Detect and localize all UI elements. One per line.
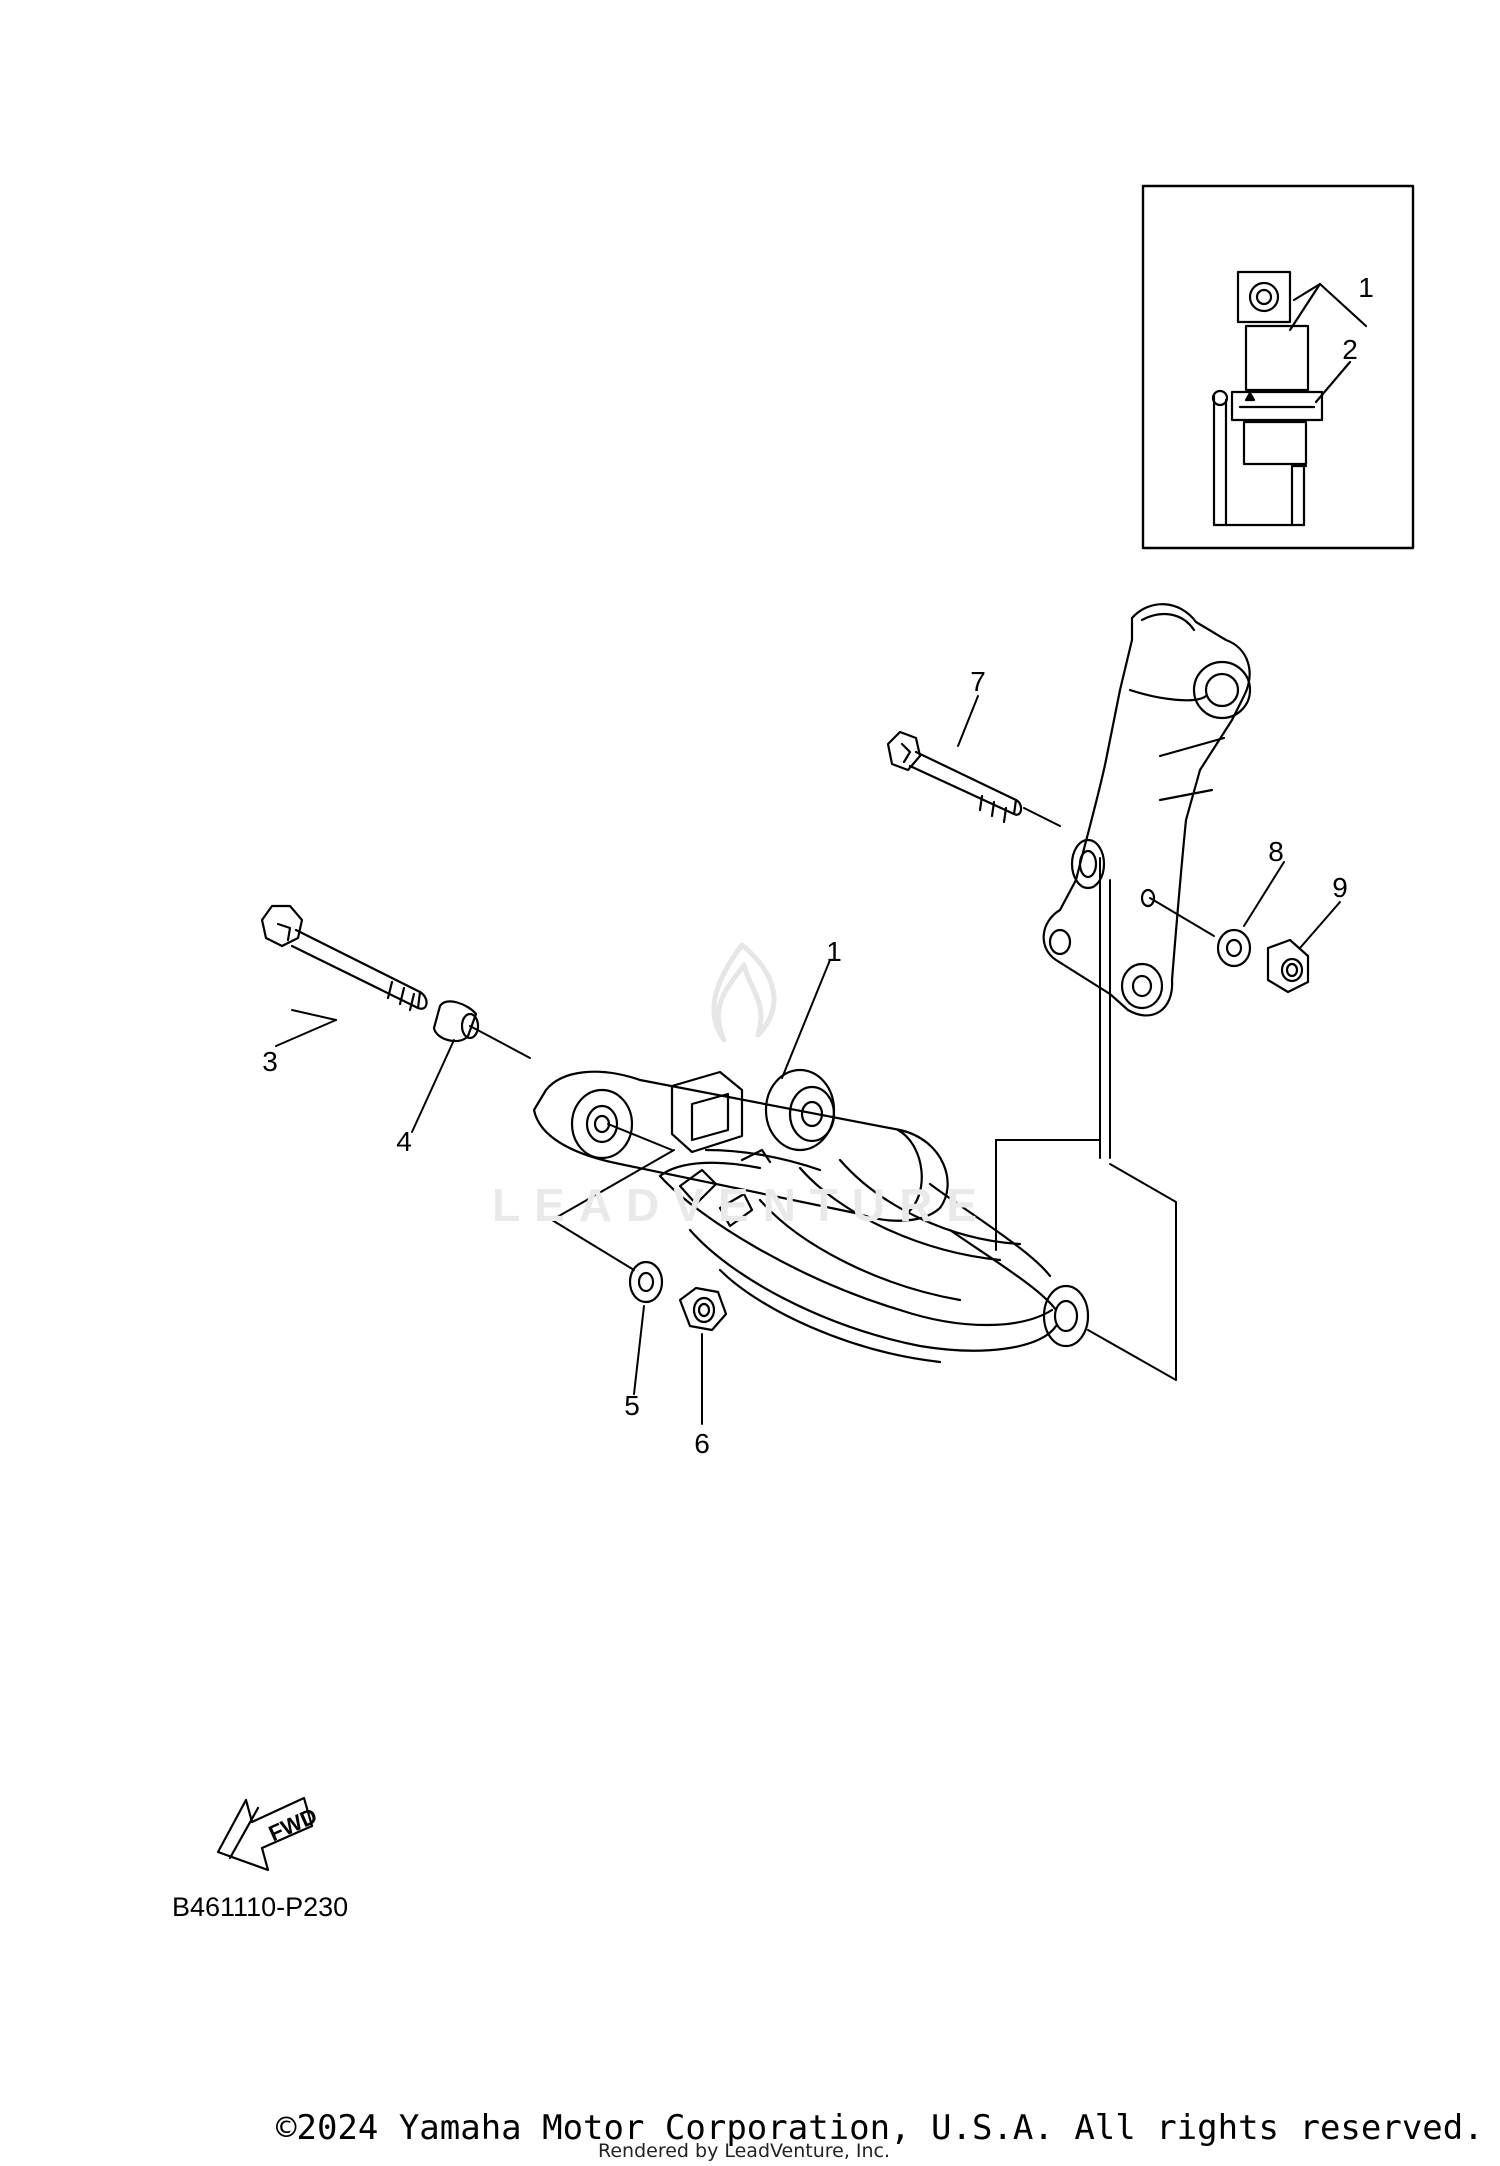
washer-8 xyxy=(1216,928,1252,968)
drawing-code: B461110-P230 xyxy=(172,1892,349,1922)
callout-leaders xyxy=(275,695,1341,1425)
shock-absorber-1 xyxy=(532,1068,1090,1364)
washer-5 xyxy=(628,1260,664,1304)
relay-arm xyxy=(1042,603,1252,1017)
callout-5: 5 xyxy=(624,1390,640,1421)
nut-9 xyxy=(1266,938,1310,994)
callout-4: 4 xyxy=(396,1126,412,1157)
bolt-7 xyxy=(886,730,1023,824)
bolt-3 xyxy=(260,904,428,1012)
callout-8: 8 xyxy=(1268,836,1284,867)
callout-7: 7 xyxy=(970,666,986,697)
rendered-by-notice: Rendered by LeadVenture, Inc. xyxy=(598,2140,891,2162)
flame-logo-icon xyxy=(711,942,777,1043)
collar-4 xyxy=(432,1000,480,1043)
callout-3: 3 xyxy=(262,1046,278,1077)
callout-1: 1 xyxy=(826,936,842,967)
inset-callout-2: 2 xyxy=(1342,334,1358,365)
nut-6 xyxy=(678,1286,728,1332)
callout-9: 9 xyxy=(1332,872,1348,903)
inset-callout-1: 1 xyxy=(1358,272,1374,303)
fwd-arrow-icon xyxy=(216,1796,314,1872)
inset-detail xyxy=(1141,184,1415,550)
callout-6: 6 xyxy=(694,1428,710,1459)
assembly-lines xyxy=(469,807,1215,1381)
copyright-notice: ©2024 Yamaha Motor Corporation, U.S.A. A… xyxy=(276,2108,1484,2148)
watermark-text: LEADVENTURE xyxy=(492,1179,992,1231)
